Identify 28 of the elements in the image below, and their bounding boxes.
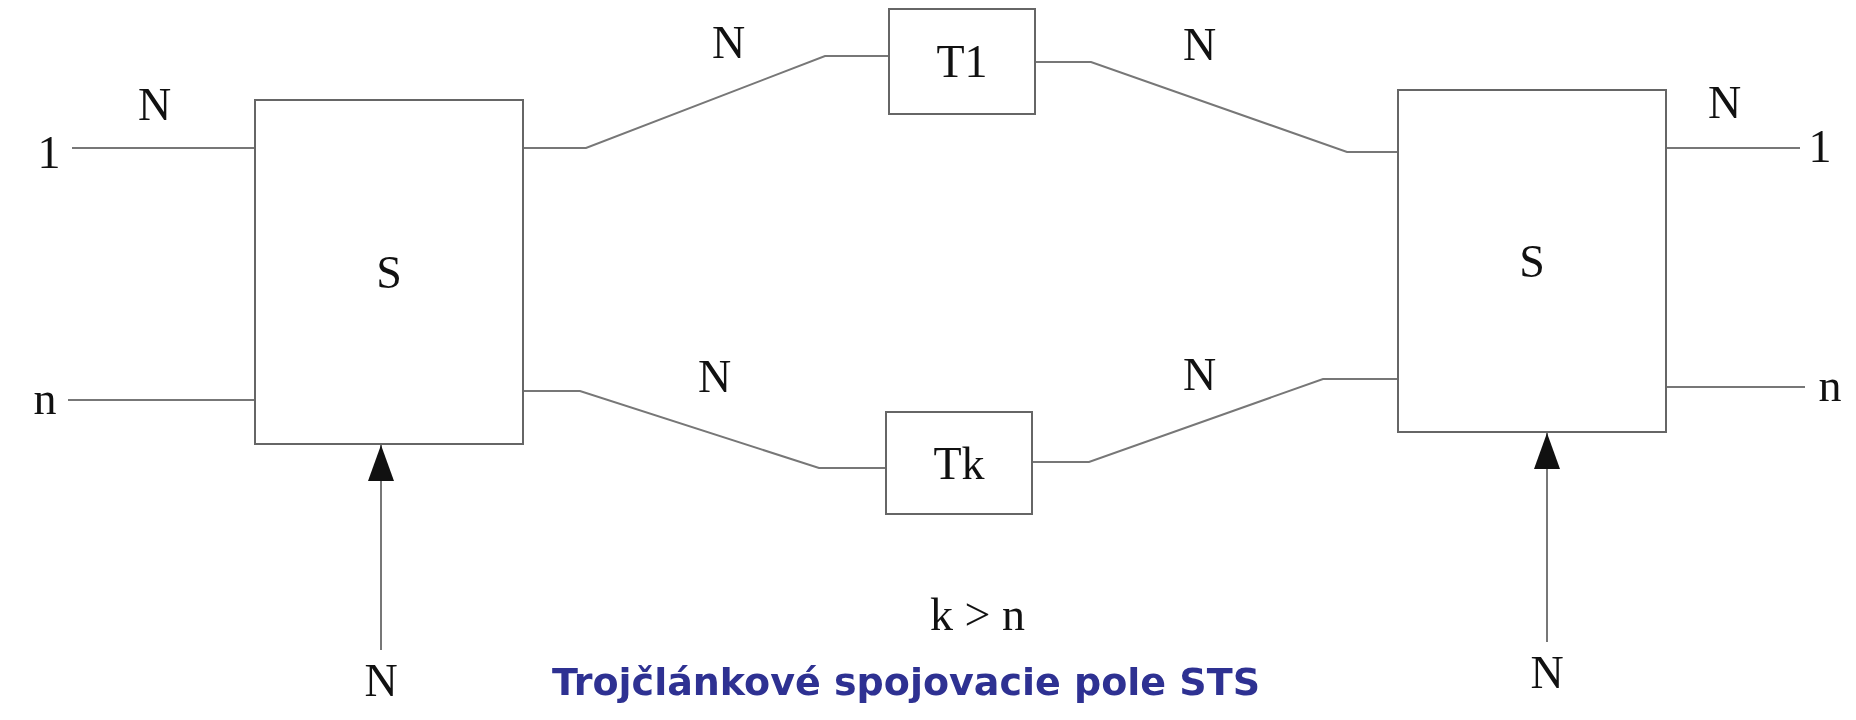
terminal-label: N [1522, 642, 1572, 702]
edge-label: N [1183, 352, 1217, 398]
arrow [368, 444, 394, 651]
note-text: k > n [930, 592, 1025, 638]
terminal-label: n [22, 368, 68, 428]
block-box: T1 [888, 8, 1036, 115]
connector-line [1666, 147, 1801, 149]
arrow [1534, 432, 1560, 643]
edge-label: N [698, 354, 732, 400]
edge-label: N [1708, 80, 1742, 126]
connector-line [523, 55, 889, 149]
connector-line [1035, 61, 1398, 153]
edge-label: N [138, 82, 172, 128]
edge-label: N [712, 20, 746, 66]
block-box: S [1397, 89, 1667, 433]
connector-line [523, 390, 886, 469]
edge-label: N [1183, 22, 1217, 68]
block-box: Tk [885, 411, 1033, 515]
terminal-label: 1 [1800, 116, 1840, 176]
connector-line [1032, 378, 1398, 463]
terminal-label: 1 [26, 122, 72, 182]
terminal-label: N [356, 650, 406, 710]
caption: Trojčlánkové spojovacie pole STS [552, 660, 1260, 704]
connector-line [67, 399, 255, 401]
connector-line [71, 147, 255, 149]
terminal-label: n [1805, 355, 1855, 415]
block-box: S [254, 99, 524, 445]
connector-line [1666, 386, 1806, 388]
